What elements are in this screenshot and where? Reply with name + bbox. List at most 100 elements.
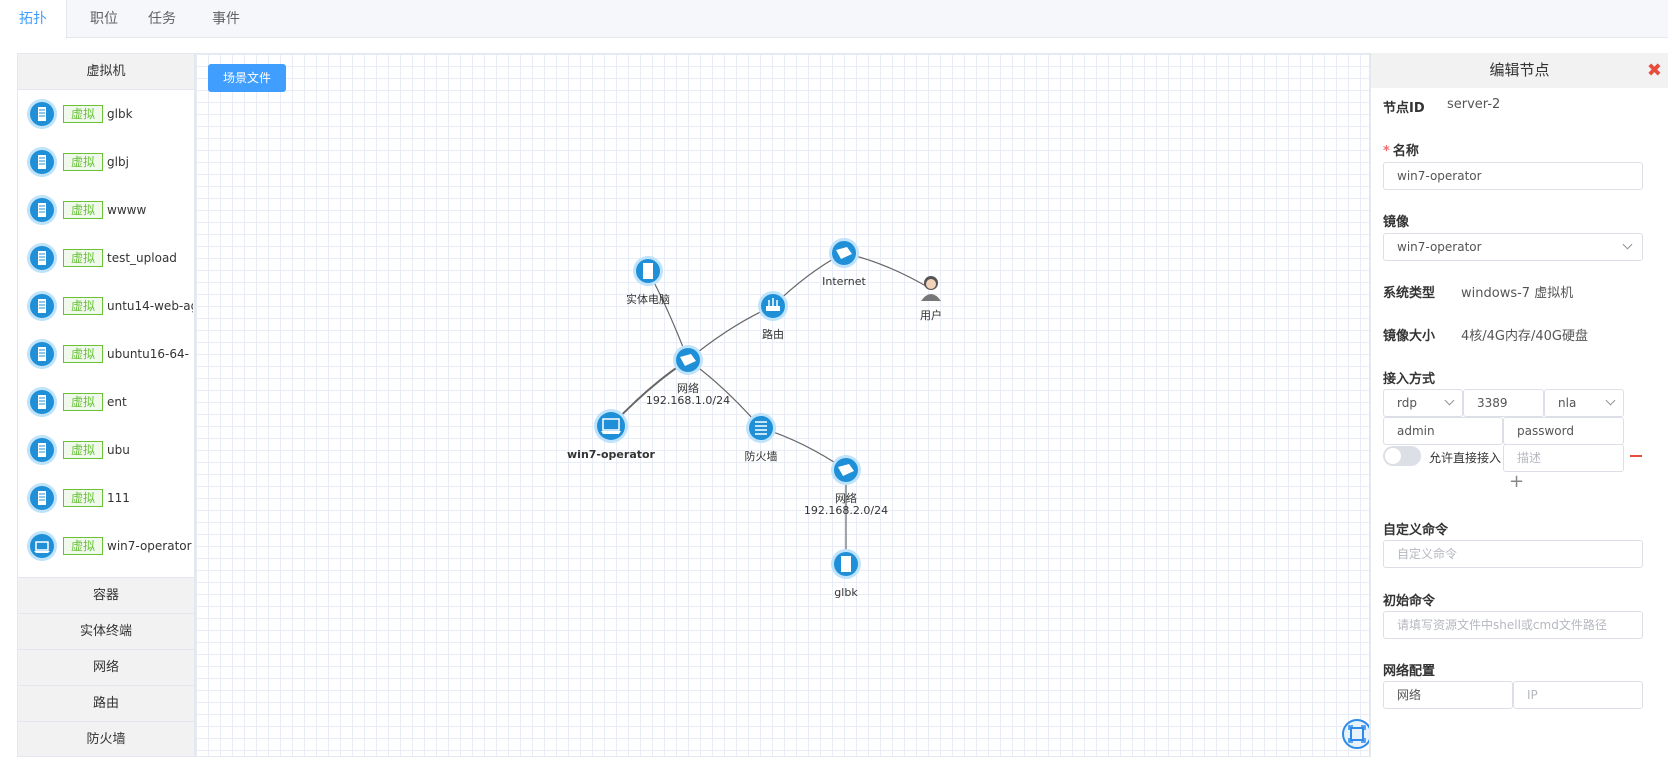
category-network[interactable]: 网络 [18, 650, 194, 686]
protocol-select[interactable]: rdp [1383, 389, 1463, 417]
node-label: 用户 [920, 308, 942, 322]
os-type-label: 系统类型 [1383, 286, 1436, 301]
custom-cmd-input[interactable]: 自定义命令 [1383, 540, 1643, 568]
node-label: glbk [834, 586, 858, 599]
vm-tag: 虚拟 [63, 537, 103, 555]
node-label: Internet [822, 275, 866, 288]
init-cmd-label: 初始命令 [1383, 594, 1436, 609]
server-icon [27, 387, 57, 417]
vm-name: wwww [107, 203, 147, 217]
server-icon [27, 435, 57, 465]
remove-access-icon[interactable] [1630, 455, 1642, 457]
topology-node-firewall[interactable]: 防火墙 [745, 413, 778, 463]
vm-name: 111 [107, 491, 130, 505]
vm-tag: 虚拟 [63, 201, 103, 219]
vm-list-item[interactable]: 虚拟 win7-operator [18, 522, 194, 570]
description-input[interactable]: 描述 [1503, 444, 1624, 472]
network-select[interactable]: 网络 [1383, 681, 1513, 709]
scene-file-button[interactable]: 场景文件 [208, 64, 286, 92]
vm-list-item[interactable]: 虚拟 ubu [18, 426, 194, 474]
server-icon [27, 291, 57, 321]
category-physical-terminal[interactable]: 实体终端 [18, 614, 194, 650]
vm-name: ubu [107, 443, 130, 457]
vm-list-item[interactable]: 虚拟 ent [18, 378, 194, 426]
ip-input[interactable]: IP [1513, 681, 1643, 709]
node-label: win7-operator [567, 448, 656, 461]
topology-node-router[interactable]: 路由 [758, 291, 788, 341]
add-access-icon[interactable]: + [1509, 471, 1525, 492]
vm-tag: 虚拟 [63, 441, 103, 459]
server-icon [27, 147, 57, 177]
topology-node-glbk[interactable]: glbk [831, 549, 861, 599]
server-icon [633, 256, 663, 286]
tab-position[interactable]: 职位 [90, 11, 118, 27]
edit-node-panel: 编辑节点 ✖ 节点ID server-2 *名称 win7-operator 镜… [1370, 53, 1668, 757]
network-icon [673, 345, 703, 375]
node-sublabel: 192.168.1.0/24 [646, 394, 730, 407]
close-icon[interactable]: ✖ [1646, 60, 1662, 81]
category-router[interactable]: 路由 [18, 686, 194, 722]
router-icon [758, 291, 788, 321]
vm-name: glbj [107, 155, 129, 169]
custom-cmd-label: 自定义命令 [1383, 523, 1449, 538]
name-label-text: 名称 [1392, 144, 1419, 159]
vm-name: win7-operator [107, 539, 192, 553]
topology-node-win7[interactable]: win7-operator [567, 409, 656, 461]
vm-list-item[interactable]: 虚拟 wwww [18, 186, 194, 234]
security-select[interactable]: nla [1544, 389, 1624, 417]
vm-list-item[interactable]: 虚拟 glbj [18, 138, 194, 186]
topology-node-physical-pc[interactable]: 实体电脑 [626, 256, 670, 306]
topology-node-internet[interactable]: Internet [822, 238, 867, 288]
server-icon [831, 549, 861, 579]
image-size-label: 镜像大小 [1383, 329, 1436, 344]
chevron-down-icon [1444, 395, 1455, 406]
server-icon [27, 243, 57, 273]
init-cmd-input[interactable]: 请填写资源文件中shell或cmd文件路径 [1383, 611, 1643, 639]
server-icon [27, 99, 57, 129]
vm-category-header[interactable]: 虚拟机 [18, 54, 194, 90]
topology-link [687, 305, 774, 361]
tab-event[interactable]: 事件 [212, 11, 240, 27]
laptop-icon [594, 409, 628, 443]
username-input[interactable]: admin [1383, 417, 1503, 445]
vm-tag: 虚拟 [63, 393, 103, 411]
edit-node-header: 编辑节点 ✖ [1371, 53, 1668, 88]
firewall-icon [746, 413, 776, 443]
tab-task[interactable]: 任务 [148, 11, 176, 27]
password-input[interactable]: password [1503, 417, 1624, 445]
vm-tag: 虚拟 [63, 153, 103, 171]
server-icon [27, 339, 57, 369]
server-icon [27, 483, 57, 513]
vm-name: untu14-web-agen [107, 299, 193, 313]
category-firewall[interactable]: 防火墙 [18, 722, 194, 756]
port-input[interactable]: 3389 [1463, 389, 1544, 417]
vm-name: glbk [107, 107, 133, 121]
vm-name: ent [107, 395, 127, 409]
laptop-icon [27, 531, 57, 561]
network-icon [831, 455, 861, 485]
name-input[interactable]: win7-operator [1383, 162, 1643, 190]
topology-node-user[interactable]: 用户 [920, 276, 942, 322]
access-label: 接入方式 [1383, 372, 1436, 387]
allow-direct-toggle[interactable] [1383, 446, 1421, 466]
node-label: 网络 [677, 381, 699, 395]
fit-view-icon[interactable] [1342, 719, 1369, 749]
image-select[interactable]: win7-operator [1383, 233, 1643, 261]
node-label: 防火墙 [745, 449, 778, 463]
name-label: *名称 [1383, 140, 1419, 159]
edit-node-title: 编辑节点 [1489, 61, 1550, 79]
category-container[interactable]: 容器 [18, 578, 194, 614]
tab-topology[interactable]: 拓扑 [0, 0, 67, 39]
vm-tag: 虚拟 [63, 249, 103, 267]
